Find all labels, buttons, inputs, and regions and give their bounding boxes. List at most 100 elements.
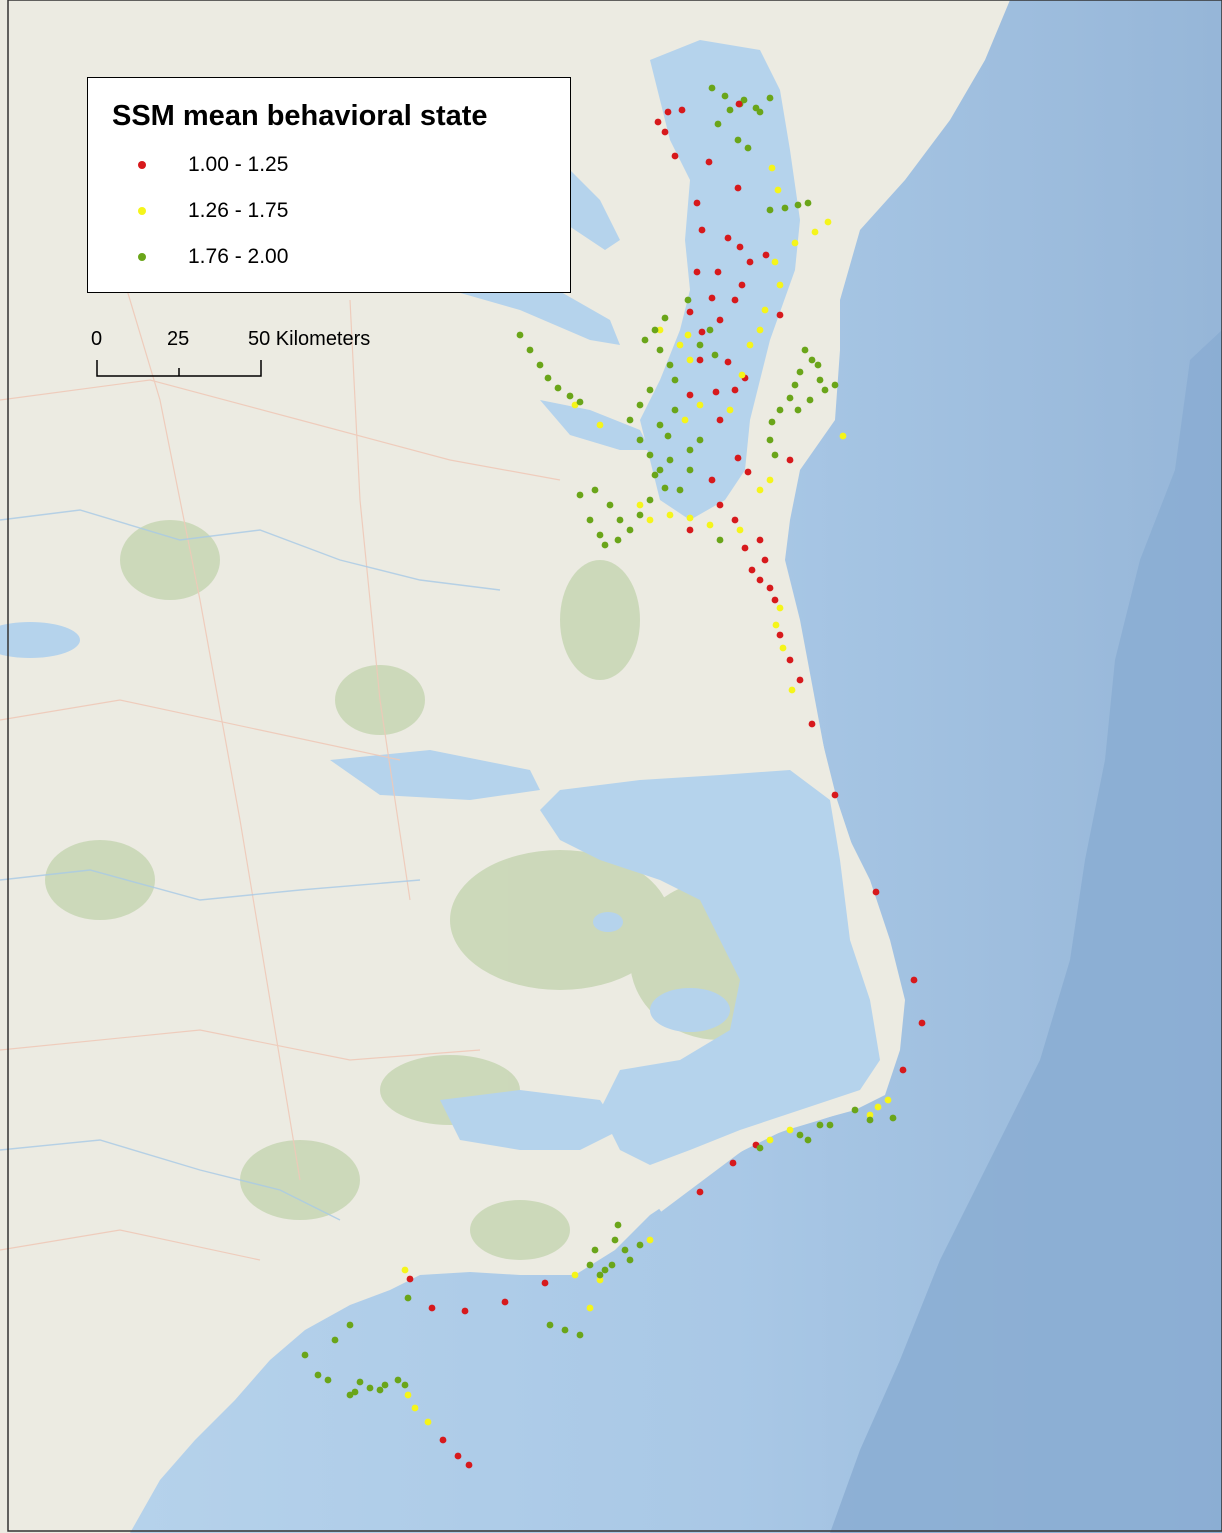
- point-high: [826, 1121, 834, 1129]
- point-high: [796, 1131, 804, 1139]
- point-mid: [874, 1103, 882, 1111]
- scale-tick-0: 0: [91, 328, 103, 350]
- point-high: [794, 406, 802, 414]
- point-mid: [736, 526, 744, 534]
- legend-item-mid: 1.26 - 1.75: [138, 196, 288, 226]
- point-high: [696, 341, 704, 349]
- point-mid: [884, 1096, 892, 1104]
- point-high: [376, 1386, 384, 1394]
- point-low: [771, 596, 779, 604]
- point-mid: [756, 486, 764, 494]
- point-low: [693, 199, 701, 207]
- point-high: [686, 466, 694, 474]
- point-low: [698, 226, 706, 234]
- point-low: [708, 476, 716, 484]
- point-low: [796, 676, 804, 684]
- point-high: [601, 541, 609, 549]
- point-high: [611, 1236, 619, 1244]
- point-high: [676, 486, 684, 494]
- point-high: [851, 1106, 859, 1114]
- point-high: [536, 361, 544, 369]
- point-high: [636, 1241, 644, 1249]
- scale-tick-25: 25: [167, 328, 190, 350]
- point-low: [761, 556, 769, 564]
- legend: SSM mean behavioral state 1.00 - 1.25 1.…: [87, 77, 571, 293]
- legend-label-mid: 1.26 - 1.75: [188, 199, 289, 222]
- point-high: [656, 466, 664, 474]
- point-mid: [768, 164, 776, 172]
- point-low: [698, 328, 706, 336]
- point-mid: [636, 501, 644, 509]
- point-low: [766, 584, 774, 592]
- point-high: [586, 1261, 594, 1269]
- point-high: [766, 206, 774, 214]
- point-high: [616, 516, 624, 524]
- point-low: [744, 468, 752, 476]
- point-mid: [686, 514, 694, 522]
- legend-item-low: 1.00 - 1.25: [138, 150, 288, 180]
- point-low: [776, 311, 784, 319]
- point-high: [651, 471, 659, 479]
- point-high: [814, 361, 822, 369]
- point-high: [726, 106, 734, 114]
- point-low: [708, 294, 716, 302]
- point-mid: [571, 1271, 579, 1279]
- point-high: [331, 1336, 339, 1344]
- point-mid: [746, 341, 754, 349]
- legend-label-low: 1.00 - 1.25: [188, 153, 289, 176]
- point-high: [614, 536, 622, 544]
- point-high: [394, 1376, 402, 1384]
- point-low: [741, 544, 749, 552]
- point-low: [786, 656, 794, 664]
- point-high: [664, 432, 672, 440]
- point-low: [748, 566, 756, 574]
- point-high: [566, 392, 574, 400]
- point-mid: [824, 218, 832, 226]
- scale-bar-line: [96, 360, 262, 377]
- point-high: [576, 1331, 584, 1339]
- point-mid: [738, 371, 746, 379]
- point-low: [716, 316, 724, 324]
- point-mid: [666, 511, 674, 519]
- legend-swatch-high: [138, 253, 146, 261]
- point-low: [756, 576, 764, 584]
- point-high: [740, 96, 748, 104]
- point-high: [714, 120, 722, 128]
- point-high: [401, 1381, 409, 1389]
- roads: [0, 199, 561, 1261]
- point-low: [716, 416, 724, 424]
- point-low: [501, 1298, 509, 1306]
- point-low: [746, 258, 754, 266]
- point-high: [314, 1371, 322, 1379]
- point-mid: [686, 356, 694, 364]
- point-high: [586, 516, 594, 524]
- point-mid: [756, 326, 764, 334]
- point-high: [821, 386, 829, 394]
- point-high: [684, 296, 692, 304]
- point-low: [686, 308, 694, 316]
- point-low: [714, 268, 722, 276]
- point-high: [768, 418, 776, 426]
- point-high: [621, 1246, 629, 1254]
- point-high: [516, 331, 524, 339]
- point-low: [738, 281, 746, 289]
- point-high: [641, 336, 649, 344]
- point-mid: [684, 331, 692, 339]
- legend-swatch-mid: [138, 207, 146, 215]
- point-high: [596, 1271, 604, 1279]
- point-low: [705, 158, 713, 166]
- point-high: [626, 416, 634, 424]
- scale-tick-50: 50 Kilometers: [248, 328, 371, 350]
- point-low: [661, 128, 669, 136]
- point-high: [646, 386, 654, 394]
- point-low: [731, 296, 739, 304]
- point-high: [661, 314, 669, 322]
- point-mid: [411, 1404, 419, 1412]
- point-mid: [761, 306, 769, 314]
- point-high: [796, 368, 804, 376]
- point-high: [816, 1121, 824, 1129]
- point-low: [654, 118, 662, 126]
- point-low: [734, 454, 742, 462]
- map-border: [7, 0, 1222, 1532]
